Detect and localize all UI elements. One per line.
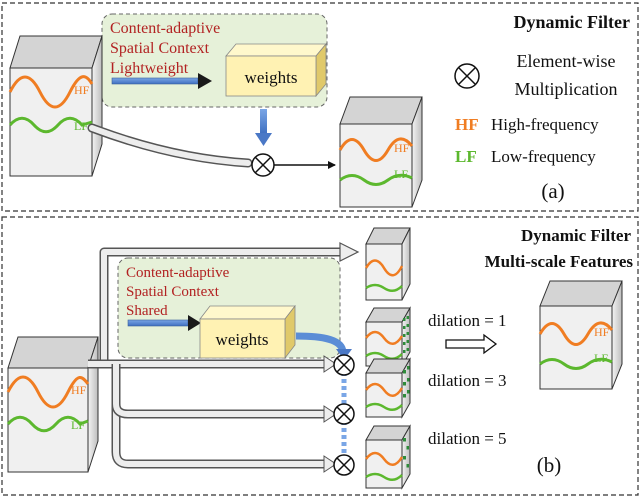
legend-multiply-line2: Multiplication: [515, 79, 618, 99]
dilation-label-1: dilation = 1: [428, 311, 507, 330]
panel-a-border: [1, 2, 639, 212]
dilation-label-3: dilation = 5: [428, 429, 507, 448]
panel-a-context-arrow: [111, 73, 212, 89]
panel-a-input-cube: HF LF: [8, 35, 103, 177]
panel-b-output-hf-label: HF: [594, 325, 610, 339]
panel-b-feature-cube-top: [364, 227, 411, 301]
panel-b-context-arrow: [127, 315, 201, 331]
panel-b-feature-cube-d5: [365, 424, 411, 490]
legend-lf-text: Low-frequency: [491, 147, 596, 166]
panel-b-multiply-node-2: [333, 403, 355, 425]
panel-b-label: (b): [537, 453, 562, 477]
panel-b-output-lf-label: LF: [594, 351, 608, 365]
panel-b-title-line2: Multi-scale Features: [485, 252, 634, 271]
panel-b-multiply-node-1: [333, 354, 355, 376]
panel-b-branch-arrows: [88, 355, 337, 473]
panel-a-multiply-node: [251, 153, 275, 177]
panel-b-input-lf-label: LF: [71, 418, 85, 432]
panel-b-feature-cube-d3: [365, 357, 411, 419]
panel-b-feature-cube-d1: [365, 306, 411, 368]
panel-b-weights-block: weights: [199, 304, 296, 360]
panel-a-label: (a): [541, 179, 564, 203]
panel-a-output-lf-label: LF: [394, 167, 408, 181]
panel-a-output-hf-label: HF: [394, 141, 410, 155]
legend-multiply-symbol: [454, 63, 480, 89]
panel-a-weights-down-arrow: [255, 109, 272, 146]
legend-lf-abbr: LF: [455, 147, 477, 166]
panel-b-title-line1: Dynamic Filter: [521, 226, 631, 245]
legend-hf-text: High-frequency: [491, 115, 599, 134]
panel-a-input-curve-arrow: [87, 123, 253, 168]
panel-b-weights-label: weights: [216, 330, 269, 349]
panel-a-input-hf-label: HF: [74, 83, 90, 97]
panel-b-context-line1: Content-adaptive: [126, 265, 230, 281]
dilation-label-2: dilation = 3: [428, 371, 507, 390]
panel-a-weights-label: weights: [245, 68, 298, 87]
panel-a-context-line2: Spatial Context: [110, 40, 210, 57]
panel-b-aggregate-arrow: [445, 333, 498, 355]
panel-a-title: Dynamic Filter: [514, 12, 630, 32]
panel-a-input-lf-label: LF: [74, 119, 88, 133]
legend-multiply-line1: Element-wise: [517, 51, 616, 71]
panel-a-context-line3: Lightweight: [110, 60, 189, 77]
panel-a-weights-block: weights: [225, 42, 327, 98]
panel-b-multiply-node-3: [333, 454, 355, 476]
panel-b-output-cube: HF LF: [538, 280, 623, 390]
panel-b-border: [1, 216, 639, 496]
panel-b-top-feed-arrow: [99, 242, 360, 363]
panel-a-output-cube: HF LF: [338, 96, 423, 208]
panel-b-input-hf-label: HF: [71, 383, 87, 397]
panel-b-input-cube: HF LF: [6, 336, 99, 473]
panel-b-context-line3: Shared: [126, 303, 168, 319]
legend-hf-abbr: HF: [455, 115, 479, 134]
panel-b-context-line2: Spatial Context: [126, 284, 220, 300]
panel-a-context-line1: Content-adaptive: [110, 20, 220, 37]
